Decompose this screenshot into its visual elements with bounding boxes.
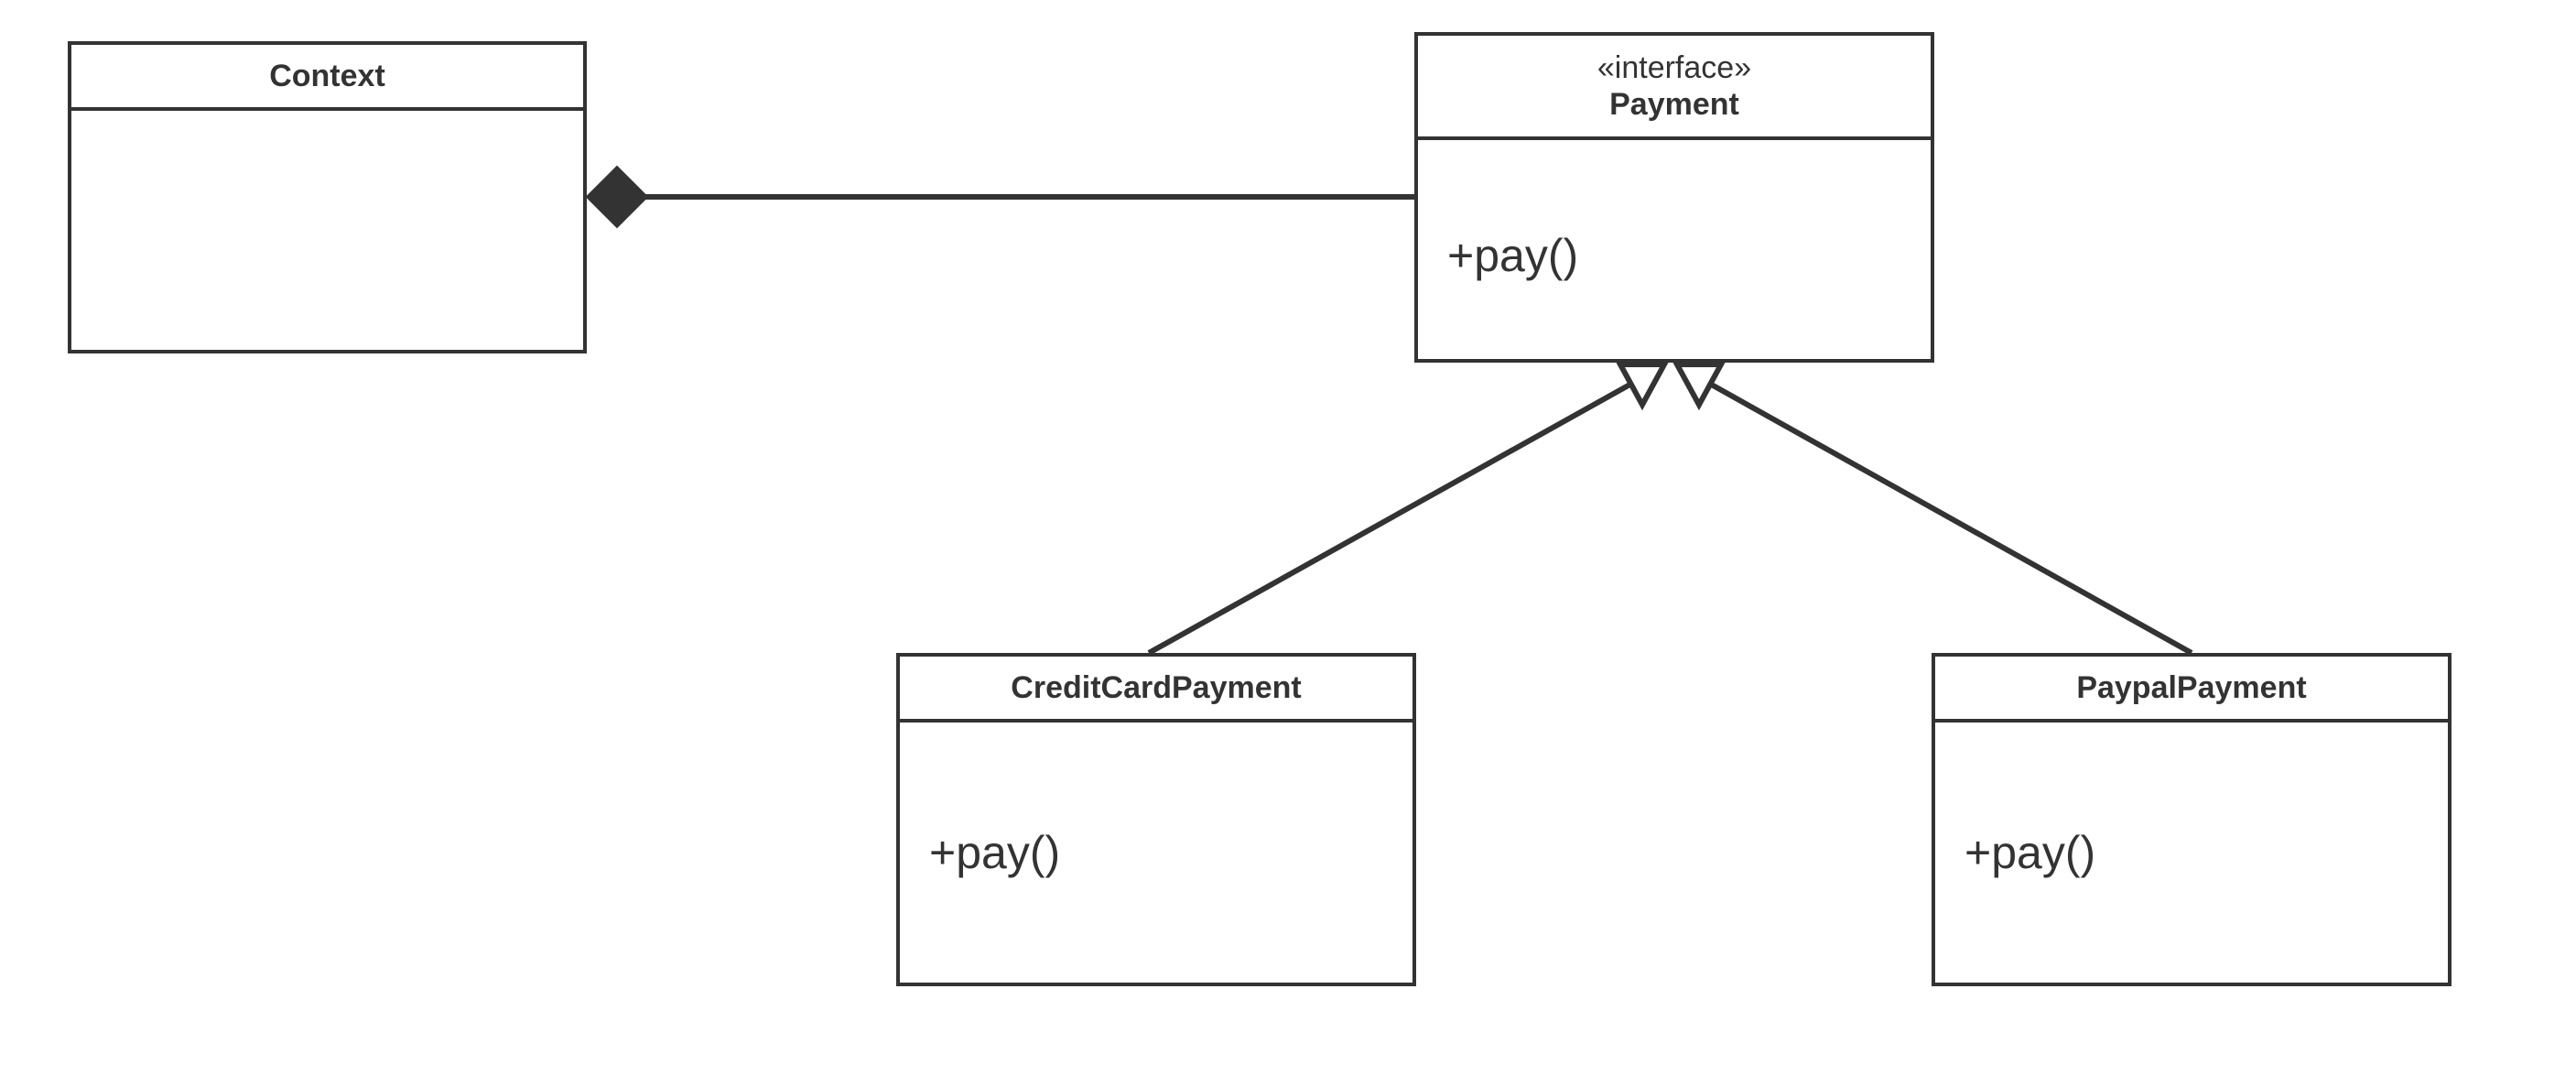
method-pay: +pay() — [1964, 827, 2096, 878]
class-name-creditcardpayment: CreditCardPayment — [1011, 670, 1302, 705]
class-paypalpayment[interactable]: PaypalPayment +pay() — [1932, 653, 2452, 986]
method-pay: +pay() — [929, 827, 1061, 878]
realization-line-creditcard — [1147, 380, 1635, 656]
composition-diamond-icon — [585, 165, 649, 229]
class-creditcardpayment[interactable]: CreditCardPayment +pay() — [896, 653, 1416, 986]
method-pay: +pay() — [1447, 230, 1579, 281]
class-name-paypalpayment: PaypalPayment — [2076, 670, 2307, 705]
class-context[interactable]: Context — [68, 41, 587, 353]
class-header: CreditCardPayment — [900, 657, 1412, 723]
class-header: «interface» Payment — [1418, 36, 1931, 140]
stereotype-label: «interface» — [1596, 50, 1752, 85]
class-header: Context — [71, 45, 583, 111]
class-name-context: Context — [269, 59, 385, 93]
class-payment[interactable]: «interface» Payment +pay() — [1414, 32, 1934, 363]
realization-line-paypal — [1706, 380, 2193, 656]
class-header: PaypalPayment — [1935, 657, 2448, 723]
realization-triangle-icon-creditcard — [1615, 362, 1670, 411]
realization-triangle-icon-paypal — [1672, 362, 1726, 411]
class-name-payment: Payment — [1609, 87, 1739, 122]
